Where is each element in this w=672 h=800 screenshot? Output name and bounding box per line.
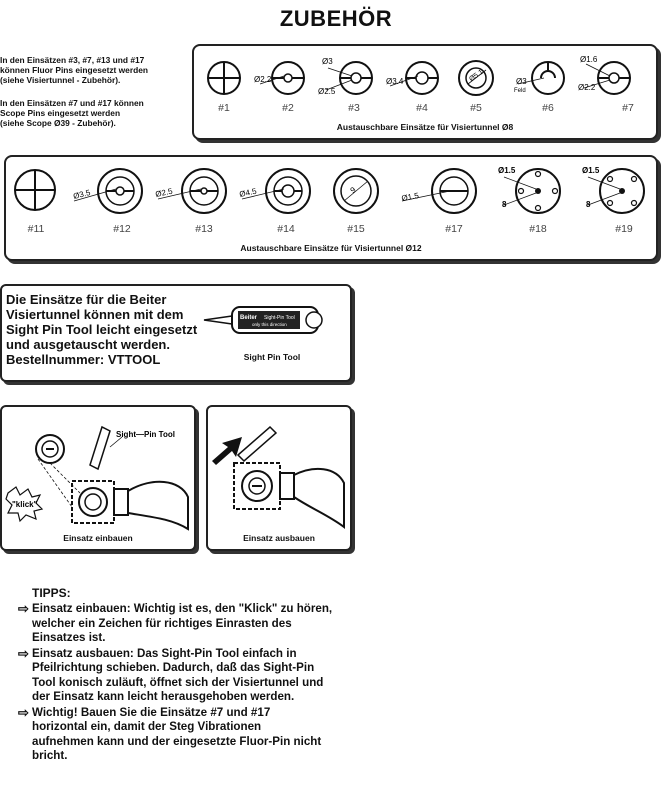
tip-line: aufnehmen kann und der eingesetzte Fluor…	[32, 734, 322, 748]
insert-label: #13	[195, 223, 213, 235]
tool-line: und ausgetauscht werden.	[6, 337, 170, 352]
arrow-right-icon: ⇨	[18, 601, 29, 616]
insert-label: #15	[347, 223, 365, 235]
klick-label: "klick"	[12, 500, 38, 509]
insert-label: #4	[416, 102, 428, 114]
note-line: In den Einsätzen #7 und #17 können	[0, 98, 144, 108]
insert-label: #1	[218, 102, 230, 114]
insert-4-icon: Ø3.4	[386, 61, 439, 95]
insert-label: #2	[282, 102, 294, 114]
tips-heading: TIPPS:	[32, 586, 71, 600]
insert-label: #14	[277, 223, 295, 235]
tip-line: welcher ein Zeichen für richtiges Einras…	[32, 616, 292, 630]
insert-3-icon: Ø3 Ø2.5	[318, 57, 373, 96]
inserts-panel-12mm: #11 Ø3.5 #12 Ø2.5 #13 Ø4.5 #14 9 #1	[4, 155, 658, 261]
intro-note-scope: In den Einsätzen #7 und #17 können Scope…	[0, 98, 190, 128]
note-line: (siehe Scope Ø39 - Zubehör).	[0, 118, 116, 128]
tip-line: Einsatz einbauen: Wichtig ist es, den "K…	[32, 602, 333, 615]
insert-label: #18	[529, 223, 547, 235]
tool-line: Sight Pin Tool leicht eingesetzt	[6, 322, 198, 337]
insert-2-icon: Ø2.2	[254, 61, 305, 95]
install-illustration-panel: Sight—Pin Tool "klick" Einsatz einbauen	[0, 405, 196, 551]
tool-print-direction: only this direction	[252, 322, 287, 327]
dim-label: Ø1.5	[498, 166, 516, 175]
remove-illustration	[212, 425, 345, 529]
tool-order-number: Bestellnummer: VTTOOL	[6, 352, 161, 367]
insert-18-icon: Ø1.5 8	[498, 166, 561, 214]
insert-1-icon	[207, 61, 241, 95]
dim-label: Feld	[514, 88, 526, 94]
tool-caption: Sight Pin Tool	[243, 352, 301, 362]
insert-17-icon: Ø1.5	[401, 168, 477, 214]
insert-label: #19	[615, 223, 633, 235]
install-caption: Einsatz einbauen	[63, 533, 133, 543]
tip-line: bricht.	[32, 749, 68, 762]
tool-print: Sight-Pin Tool	[264, 315, 295, 321]
dim-label: Ø2.2	[578, 83, 596, 92]
dim-label: Ø3.4	[386, 77, 404, 86]
tool-brand: Beiter	[240, 315, 258, 321]
page-title: ZUBEHÖR	[279, 6, 393, 31]
insert-label: #5	[470, 102, 482, 114]
insert-label: #17	[445, 223, 463, 235]
note-line: können Fluor Pins eingesetzt werden	[0, 65, 148, 75]
dim-label: 9	[349, 185, 358, 195]
note-line: In den Einsätzen #3, #7, #13 und #17	[0, 55, 145, 65]
dim-label: Ø1.5	[401, 191, 420, 203]
tool-description: Die Einsätze für die Beiter Visiertunnel…	[6, 292, 206, 367]
dim-label: Ø1.5	[582, 166, 600, 175]
dim-label: Ø3.5	[72, 188, 92, 201]
dim-label: 8	[502, 200, 507, 209]
intro-note-fluor: In den Einsätzen #3, #7, #13 und #17 kön…	[0, 55, 190, 85]
insert-label: #7	[622, 102, 634, 114]
dim-label: Ø3	[516, 77, 527, 86]
dim-label: Ø2.5	[155, 186, 174, 199]
insert-19-icon: Ø1.5 8	[582, 166, 645, 214]
insert-5-icon: Ø5.1	[458, 60, 494, 96]
tip-item: ⇨ Einsatz einbauen: Wichtig ist es, den …	[18, 602, 388, 646]
remove-caption: Einsatz ausbauen	[243, 533, 315, 543]
install-illustration: Sight—Pin Tool "klick"	[5, 425, 189, 531]
insert-13-icon: Ø2.5	[155, 168, 227, 214]
insert-label: #12	[113, 223, 131, 235]
arrow-right-icon: ⇨	[18, 704, 29, 720]
tip-item: ⇨ Wichtig! Bauen Sie die Einsätze #7 und…	[18, 704, 388, 764]
inserts-panel-8mm: #1 Ø2.2 #2 Ø3 Ø2.5 #3 Ø3.4 #4 Ø5.1 #5	[192, 44, 658, 140]
panel-8-caption: Austauschbare Einsätze für Visiertunnel …	[336, 122, 514, 132]
arrow-right-icon: ⇨	[18, 645, 29, 661]
tip-line: Einsatzes ist.	[32, 631, 106, 644]
insert-label: #3	[348, 102, 360, 114]
tip-line: Tool konisch zuläuft, öffnet sich der Vi…	[32, 675, 324, 689]
panel-12-caption: Austauschbare Einsätze für Visiertunnel …	[240, 243, 422, 253]
tool-line: Visiertunnel können mit dem	[6, 307, 184, 322]
tips-section: TIPPS: ⇨ Einsatz einbauen: Wichtig ist e…	[18, 586, 388, 765]
sight-pin-tool-panel: Die Einsätze für die Beiter Visiertunnel…	[0, 284, 352, 382]
tip-line: Wichtig! Bauen Sie die Einsätze #7 und #…	[32, 705, 271, 719]
tool-line: Die Einsätze für die Beiter	[6, 292, 167, 307]
tip-line: Einsatz ausbauen: Das Sight-Pin Tool ein…	[32, 646, 297, 660]
remove-illustration-panel: Einsatz ausbauen	[206, 405, 352, 551]
dim-label: Ø1.6	[580, 55, 598, 64]
insert-label: #6	[542, 102, 554, 114]
tip-line: Pfeilrichtung schieben. Dadurch, daß das…	[32, 661, 315, 674]
dim-label: Ø4.5	[239, 186, 258, 199]
sight-pin-tool-icon: Beiter Sight-Pin Tool only this directio…	[203, 306, 323, 334]
insert-6-icon: Ø3 Feld	[514, 61, 565, 95]
tip-item: ⇨ Einsatz ausbauen: Das Sight-Pin Tool e…	[18, 645, 388, 705]
note-line: (siehe Visiertunnel - Zubehör).	[0, 75, 121, 85]
note-line: Scope Pins eingesetzt werden	[0, 108, 121, 118]
install-tool-label: Sight—Pin Tool	[116, 430, 175, 439]
insert-label: #11	[27, 223, 45, 235]
insert-14-icon: Ø4.5	[239, 168, 311, 214]
insert-15-icon: 9	[333, 168, 379, 214]
dim-label: Ø2.5	[318, 87, 336, 96]
insert-12-icon: Ø3.5	[72, 168, 143, 214]
dim-label: 8	[586, 200, 591, 209]
insert-11-icon	[14, 169, 56, 211]
dim-label: Ø3	[322, 57, 333, 66]
tip-line: der Einsatz kann leicht herausgehoben we…	[32, 690, 295, 703]
insert-7-icon: Ø1.6 Ø2.2	[578, 55, 631, 95]
dim-label: Ø2.2	[254, 75, 272, 84]
tip-line: horizontal ein, damit der Steg Vibration…	[32, 720, 262, 733]
